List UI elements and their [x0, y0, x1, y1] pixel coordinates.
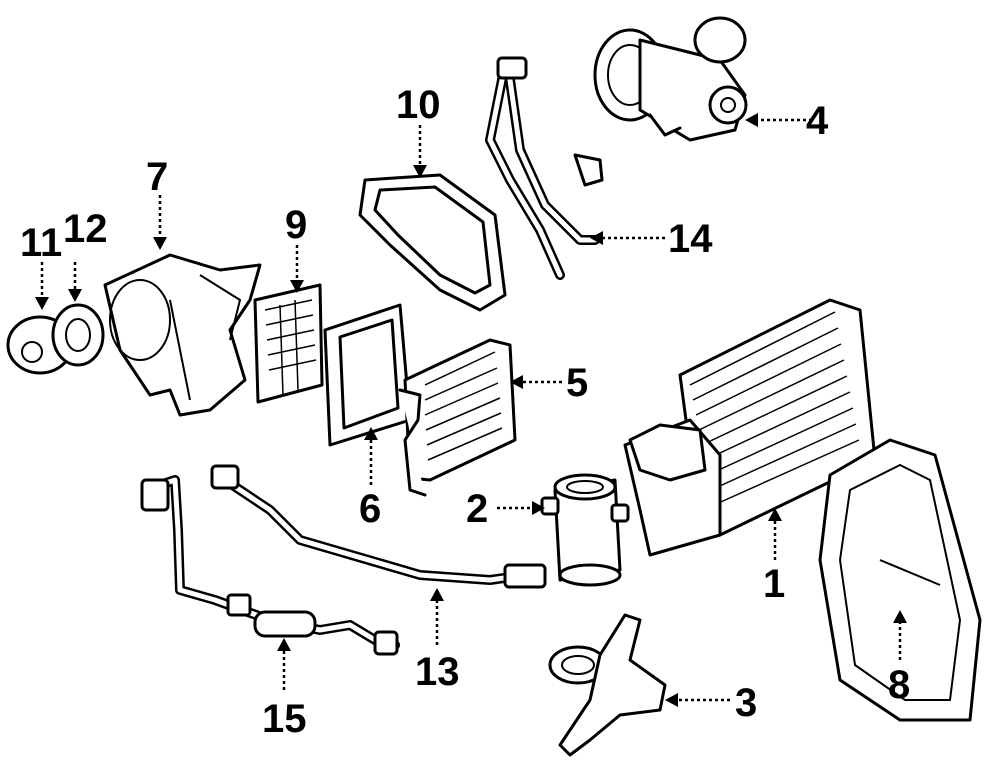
part-blower-housing — [103, 253, 262, 417]
part-hose — [210, 464, 547, 589]
callout-11: 11 — [20, 221, 62, 265]
callout-1: 1 — [763, 562, 785, 606]
part-condenser — [623, 298, 877, 557]
callout-10: 10 — [396, 83, 441, 127]
part-muffler-hose — [140, 475, 400, 656]
part-heater-case — [818, 438, 982, 722]
callout-12: 12 — [63, 207, 108, 251]
part-evaporator-seal — [323, 303, 412, 447]
callout-15: 15 — [262, 697, 307, 741]
part-evaporator-core — [398, 338, 517, 497]
part-bracket — [548, 613, 667, 757]
part-refrigerant-line — [485, 56, 604, 280]
callout-9: 9 — [285, 203, 307, 247]
callout-4: 4 — [806, 99, 829, 143]
callout-labels: 4 10 14 7 9 11 12 5 6 2 1 8 13 15 3 — [20, 83, 910, 741]
part-receiver-drier — [540, 473, 630, 587]
part-filter — [253, 283, 324, 404]
callout-7: 7 — [146, 155, 168, 199]
callout-5: 5 — [566, 361, 588, 405]
leader-lines — [35, 113, 907, 707]
callout-14: 14 — [668, 217, 713, 261]
callout-13: 13 — [415, 650, 460, 694]
part-gasket — [358, 173, 507, 312]
callout-3: 3 — [735, 681, 757, 725]
part-blower-motor — [6, 303, 105, 375]
callout-8: 8 — [888, 663, 910, 707]
part-compressor — [593, 16, 748, 142]
callout-2: 2 — [466, 487, 488, 531]
callout-6: 6 — [359, 487, 381, 531]
